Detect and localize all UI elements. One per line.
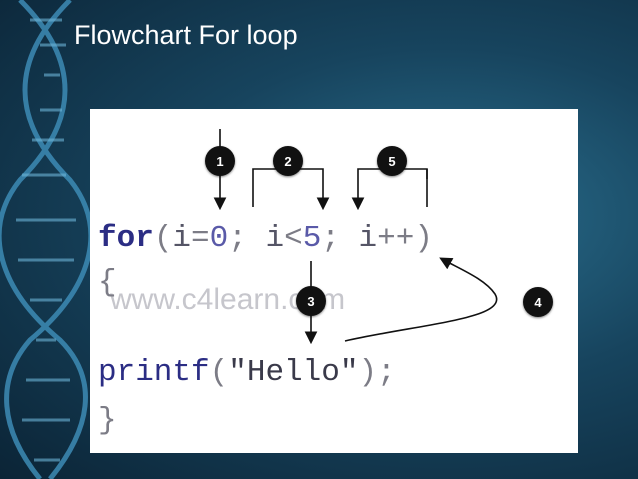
init-operator: =	[191, 221, 210, 256]
condition-operator: <	[284, 221, 303, 256]
flow-arrows	[213, 129, 498, 345]
increment-operator: ++	[377, 221, 415, 256]
code-panel: www.c4learn.com for(i=0; i<5; i++) { pri…	[90, 109, 578, 453]
hello-string: "Hello"	[228, 355, 359, 390]
step-badge-1: 1	[205, 146, 235, 176]
for-statement-line: for(i=0; i<5; i++)	[98, 223, 433, 254]
init-var: i	[172, 221, 192, 256]
for-keyword: for	[98, 221, 154, 256]
increment-var: i	[358, 221, 378, 256]
printf-close-paren: )	[358, 355, 378, 390]
init-value: 0	[209, 221, 229, 256]
condition-var: i	[265, 221, 285, 256]
step-badge-5: 5	[377, 146, 407, 176]
close-brace: }	[98, 403, 117, 438]
for-close-paren: )	[414, 221, 433, 256]
for-open-paren: (	[153, 221, 173, 256]
semicolon-1: ;	[228, 221, 247, 256]
printf-line: printf("Hello");	[98, 357, 396, 388]
printf-open-paren: (	[209, 355, 229, 390]
arrow-4	[344, 257, 498, 342]
step-badge-4: 4	[523, 287, 553, 317]
condition-value: 5	[302, 221, 322, 256]
slide-title: Flowchart For loop	[74, 20, 298, 50]
dna-helix-decoration	[0, 0, 94, 479]
printf-function: printf	[98, 355, 210, 390]
open-brace: {	[98, 265, 117, 300]
step-badge-3: 3	[296, 286, 326, 316]
step-badge-2: 2	[273, 146, 303, 176]
semicolon-2: ;	[321, 221, 340, 256]
printf-semicolon: ;	[377, 355, 396, 390]
